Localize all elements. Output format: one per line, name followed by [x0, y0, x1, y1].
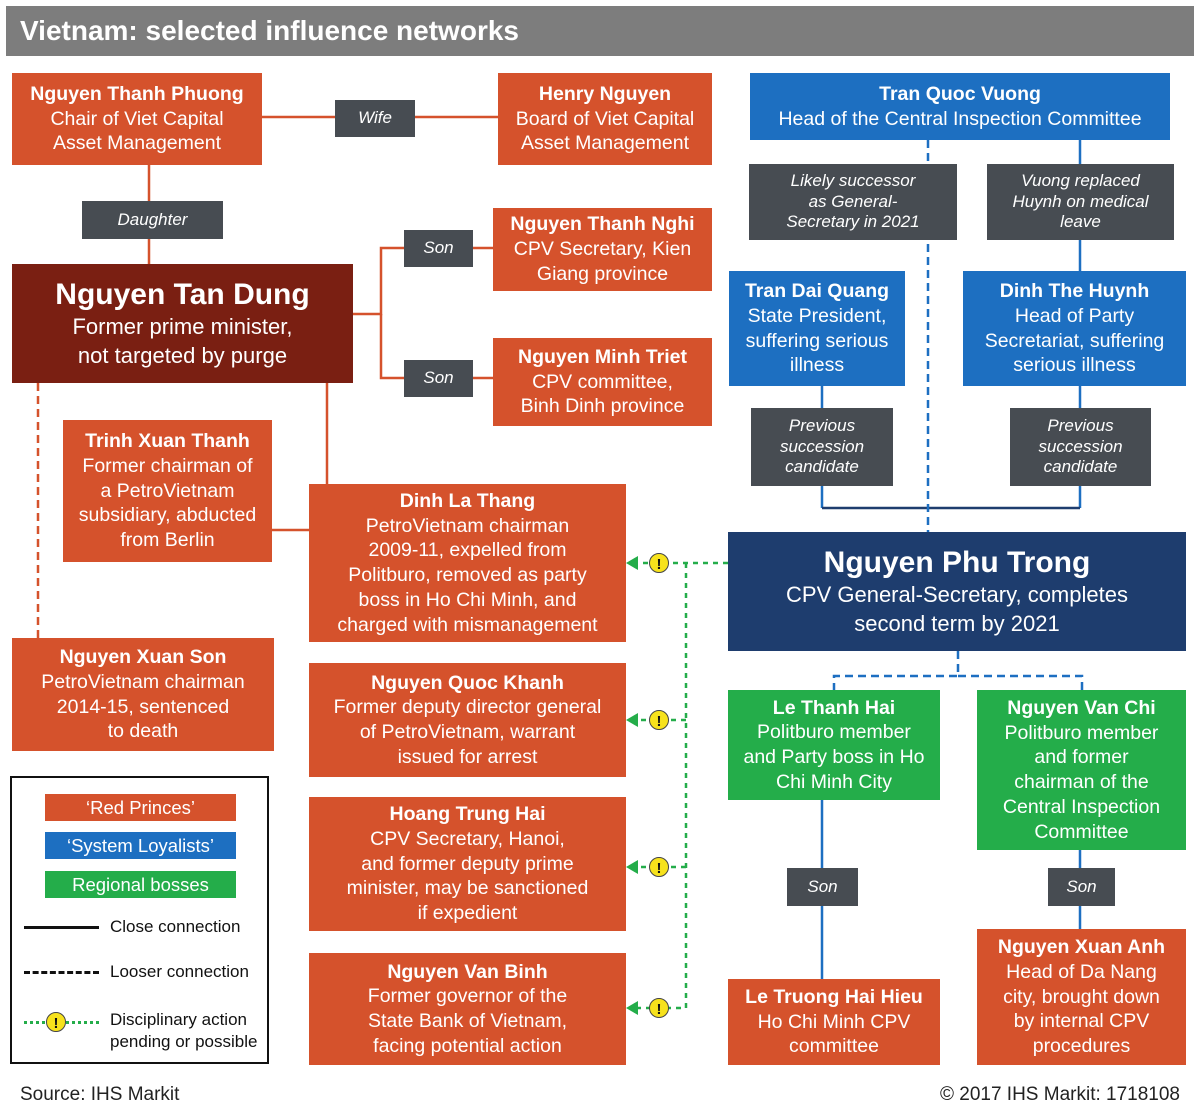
warning-icon: !: [46, 1012, 66, 1032]
node-desc: CPV committee, Binh Dinh province: [520, 370, 685, 418]
node-name: Dinh La Thang: [399, 489, 536, 512]
node-name: Nguyen Tan Dung: [55, 278, 310, 312]
edge-label-son-triet: Son: [404, 360, 473, 397]
node-tran-quoc-vuong: Tran Quoc Vuong Head of the Central Insp…: [750, 73, 1170, 140]
legend: ‘Red Princes’ ‘System Loyalists’ Regiona…: [10, 776, 269, 1064]
svg-text:!: !: [657, 713, 662, 730]
edge-label-son-hieu: Son: [787, 868, 858, 906]
footer-source: Source: IHS Markit: [20, 1084, 180, 1105]
legend-regional-bosses: Regional bosses: [45, 871, 236, 898]
footer-copyright: © 2017 IHS Markit: 1718108: [939, 1084, 1180, 1105]
edge-label-wife: Wife: [335, 100, 415, 137]
node-nguyen-phu-trong: Nguyen Phu Trong CPV General-Secretary, …: [728, 532, 1186, 651]
node-desc: Board of Viet Capital Asset Management: [515, 107, 695, 155]
node-desc: Former prime minister, not targeted by p…: [72, 314, 293, 368]
node-nguyen-van-binh: Nguyen Van Binh Former governor of the S…: [309, 953, 626, 1065]
legend-looser: Looser connection: [110, 962, 249, 981]
node-nguyen-xuan-son: Nguyen Xuan Son PetroVietnam chairman 20…: [12, 638, 274, 751]
node-name: Dinh The Huynh: [999, 280, 1150, 302]
legend-dashed-line: [24, 971, 99, 974]
edge-label-vuong-replaced: Vuong replaced Huynh on medical leave: [987, 164, 1174, 240]
edge-label-previous-quang: Previous succession candidate: [751, 408, 893, 486]
svg-text:!: !: [54, 1015, 59, 1032]
node-name: Nguyen Van Binh: [387, 960, 548, 983]
node-desc: Politburo member and former chairman of …: [1002, 721, 1161, 843]
node-hoang-trung-hai: Hoang Trung Hai CPV Secretary, Hanoi, an…: [309, 797, 626, 931]
node-name: Henry Nguyen: [538, 82, 672, 105]
node-tran-dai-quang: Tran Dai Quang State President, sufferin…: [729, 271, 905, 386]
node-le-truong-hai-hieu: Le Truong Hai Hieu Ho Chi Minh CPV commi…: [728, 979, 940, 1065]
node-name: Nguyen Thanh Phuong: [30, 82, 244, 105]
node-desc: Head of Party Secretariat, suffering ser…: [984, 304, 1165, 377]
node-name: Tran Dai Quang: [744, 280, 890, 302]
node-desc: Head of Da Nang city, brought down by in…: [1003, 960, 1160, 1058]
node-name: Nguyen Minh Triet: [517, 345, 687, 368]
node-nguyen-minh-triet: Nguyen Minh Triet CPV committee, Binh Di…: [493, 338, 712, 426]
node-desc: CPV General-Secretary, completes second …: [786, 582, 1128, 636]
warning-icon: !: [649, 710, 669, 730]
svg-text:!: !: [657, 860, 662, 877]
edge-label-son-anh: Son: [1048, 868, 1115, 906]
svg-text:!: !: [657, 556, 662, 573]
page-title: Vietnam: selected influence networks: [20, 15, 519, 46]
disciplinary-arrows: [626, 556, 638, 1015]
node-nguyen-tan-dung: Nguyen Tan Dung Former prime minister, n…: [12, 264, 353, 383]
node-desc: CPV Secretary, Hanoi, and former deputy …: [346, 827, 589, 925]
node-nguyen-van-chi: Nguyen Van Chi Politburo member and form…: [977, 690, 1186, 850]
node-desc: Chair of Viet Capital Asset Management: [50, 107, 224, 155]
node-nguyen-quoc-khanh: Nguyen Quoc Khanh Former deputy director…: [309, 663, 626, 777]
svg-text:!: !: [657, 1001, 662, 1018]
edge-label-previous-huynh: Previous succession candidate: [1010, 408, 1151, 486]
node-nguyen-xuan-anh: Nguyen Xuan Anh Head of Da Nang city, br…: [977, 929, 1186, 1065]
node-desc: Former governor of the State Bank of Vie…: [367, 985, 568, 1057]
edge-label-likely-successor: Likely successor as General- Secretary i…: [749, 164, 957, 240]
legend-solid-line: [24, 926, 99, 929]
node-name: Nguyen Phu Trong: [823, 546, 1091, 580]
node-name: Nguyen Xuan Son: [59, 646, 227, 668]
node-name: Trinh Xuan Thanh: [85, 430, 250, 453]
legend-close: Close connection: [110, 917, 241, 936]
warning-icon: !: [649, 857, 669, 877]
edge-label-son-nghi: Son: [404, 230, 473, 267]
node-desc: PetroVietnam chairman 2009-11, expelled …: [337, 514, 598, 636]
node-desc: CPV Secretary, Kien Giang province: [513, 238, 692, 285]
legend-system-loyalists: ‘System Loyalists’: [45, 832, 236, 859]
warning-icon: !: [649, 998, 669, 1018]
node-desc: Former deputy director general of PetroV…: [333, 696, 602, 768]
node-dinh-the-huynh: Dinh The Huynh Head of Party Secretariat…: [963, 271, 1186, 386]
node-trinh-xuan-thanh: Trinh Xuan Thanh Former chairman of a Pe…: [63, 420, 272, 562]
warning-icons: ! ! ! !: [649, 553, 669, 1018]
legend-red-princes: ‘Red Princes’: [45, 794, 236, 821]
node-desc: PetroVietnam chairman 2014-15, sentenced…: [41, 670, 245, 743]
node-desc: Head of the Central Inspection Committee: [778, 107, 1142, 130]
legend-disciplinary: Disciplinary action pending or possible: [110, 1010, 258, 1052]
node-name: Nguyen Quoc Khanh: [371, 671, 564, 694]
node-dinh-la-thang: Dinh La Thang PetroVietnam chairman 2009…: [309, 484, 626, 642]
disciplinary-lines: [636, 561, 728, 1010]
node-name: Nguyen Van Chi: [1007, 696, 1156, 719]
warning-icon: !: [649, 553, 669, 573]
node-desc: Ho Chi Minh CPV committee: [757, 1010, 911, 1058]
node-name: Nguyen Thanh Nghi: [510, 213, 695, 236]
node-le-thanh-hai: Le Thanh Hai Politburo member and Party …: [728, 690, 940, 800]
node-desc: Politburo member and Party boss in Ho Ch…: [743, 721, 925, 793]
node-nguyen-thanh-nghi: Nguyen Thanh Nghi CPV Secretary, Kien Gi…: [493, 208, 712, 291]
node-name: Tran Quoc Vuong: [879, 82, 1041, 105]
node-desc: State President, suffering serious illne…: [745, 304, 889, 377]
node-nguyen-thanh-phuong: Nguyen Thanh Phuong Chair of Viet Capita…: [12, 73, 262, 165]
title-bar: Vietnam: selected influence networks: [6, 6, 1194, 56]
node-desc: Former chairman of a PetroVietnam subsid…: [78, 454, 257, 552]
node-name: Le Thanh Hai: [772, 696, 896, 719]
node-henry-nguyen: Henry Nguyen Board of Viet Capital Asset…: [498, 73, 712, 165]
node-name: Nguyen Xuan Anh: [997, 936, 1166, 959]
node-name: Hoang Trung Hai: [389, 803, 546, 826]
edge-label-daughter: Daughter: [82, 201, 223, 239]
node-name: Le Truong Hai Hieu: [745, 985, 923, 1008]
